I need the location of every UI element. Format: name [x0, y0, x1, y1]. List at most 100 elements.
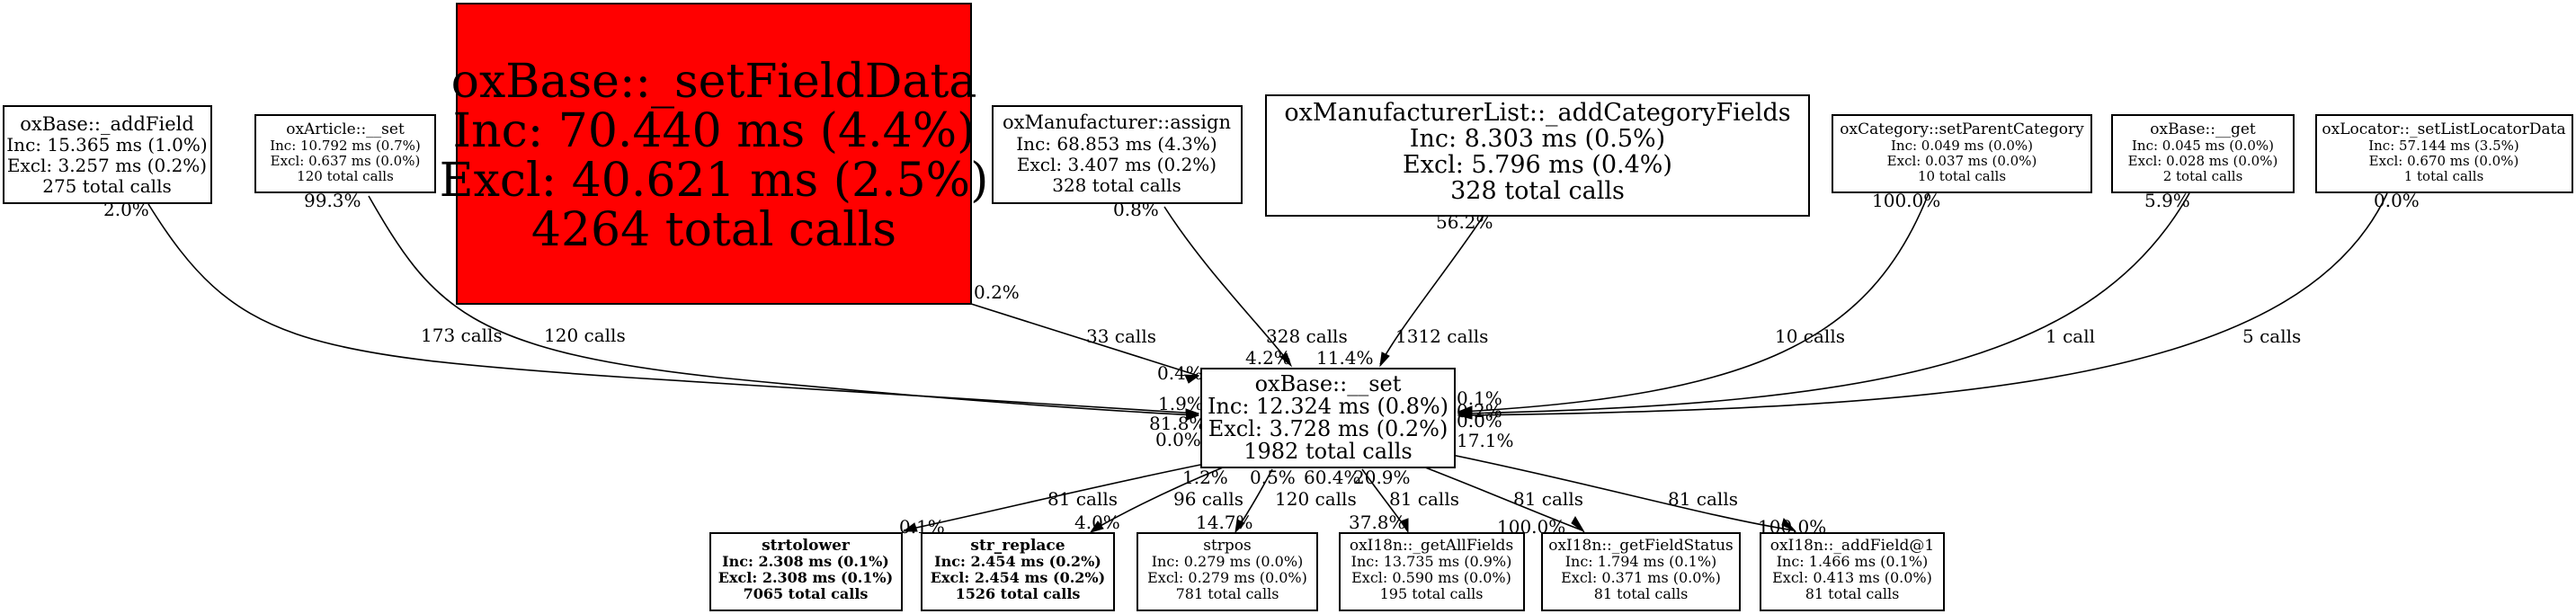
edge-dst-pct-label: 1.9%: [1158, 393, 1204, 414]
node-base-setfielddata[interactable]: oxBase::_setFieldData Inc: 70.440 ms (4.…: [440, 3, 989, 305]
node-excl: Excl: 3.407 ms (0.2%): [1017, 154, 1217, 175]
node-title: oxManufacturerList::_addCategoryFields: [1284, 99, 1790, 127]
node-manufacturerlist-addcategoryfields[interactable]: oxManufacturerList::_addCategoryFields I…: [1265, 94, 1810, 217]
node-title: oxI18n::_addField@1: [1770, 537, 1934, 555]
edge-dst-pct-label: 4.0%: [1074, 512, 1120, 533]
node-excl: Excl: 2.308 ms (0.1%): [718, 569, 893, 586]
node-inc: Inc: 10.792 ms (0.7%): [270, 138, 421, 154]
node-title: oxCategory::setParentCategory: [1840, 120, 2084, 138]
node-excl: Excl: 0.590 ms (0.0%): [1351, 569, 1511, 586]
node-excl: Excl: 0.670 ms (0.0%): [2369, 153, 2519, 169]
edge-calls-label: 33 calls: [1086, 325, 1156, 347]
arrowhead-strtolower: [902, 522, 918, 532]
node-base-addfield[interactable]: oxBase::_addField Inc: 15.365 ms (1.0%) …: [3, 105, 212, 204]
edge-calls-label: 1312 calls: [1395, 325, 1488, 347]
node-title: strtolower: [762, 537, 851, 555]
node-excl: Excl: 0.279 ms (0.0%): [1147, 569, 1307, 586]
node-inc: Inc: 57.144 ms (3.5%): [2368, 138, 2519, 154]
node-title: oxBase::_setFieldData: [451, 55, 977, 109]
edge-addcategoryfields-to-set: [1379, 215, 1484, 365]
edge-src-pct-label: 60.4%: [1304, 467, 1361, 488]
node-excl: Excl: 40.621 ms (2.5%): [440, 154, 989, 208]
node-str-replace[interactable]: str_replace Inc: 2.454 ms (0.2%) Excl: 2…: [921, 532, 1115, 611]
edge-labels: 173 calls 2.0% 1.9% 120 calls 99.3% 81.8…: [103, 190, 2420, 538]
node-inc: Inc: 15.365 ms (1.0%): [6, 134, 207, 156]
edge-src-pct-label: 1.2%: [1182, 467, 1228, 488]
arrowhead-getallfields: [1400, 518, 1409, 534]
node-title: oxBase::__set: [1255, 371, 1402, 396]
node-strtolower[interactable]: strtolower Inc: 2.308 ms (0.1%) Excl: 2.…: [709, 532, 903, 611]
node-excl: Excl: 3.257 ms (0.2%): [7, 155, 207, 176]
node-category-setparentcategory[interactable]: oxCategory::setParentCategory Inc: 0.049…: [1832, 114, 2092, 193]
edge-src-pct-label: 0.2%: [974, 281, 1020, 303]
arrowhead-str-replace: [1089, 521, 1104, 533]
edge-calls-label: 120 calls: [544, 325, 626, 346]
edge-calls-label: 81 calls: [1389, 488, 1459, 510]
node-title: oxLocator::_setListLocatorData: [2322, 120, 2565, 138]
edge-base-get-to-set: [1460, 192, 2190, 414]
node-inc: Inc: 1.794 ms (0.1%): [1565, 553, 1717, 570]
edge-calls-label: 81 calls: [1668, 488, 1738, 510]
edge-dst-pct-label: 4.2%: [1245, 347, 1291, 369]
node-inc: Inc: 0.045 ms (0.0%): [2132, 138, 2274, 154]
edge-set-to-str-replace: [1092, 467, 1224, 531]
edge-calls-label: 120 calls: [1275, 488, 1357, 510]
arrowhead-getfieldstatus: [1571, 516, 1585, 533]
edge-dst-pct-label: 37.8%: [1349, 512, 1406, 533]
node-i18n-getallfields[interactable]: oxI18n::_getAllFields Inc: 13.735 ms (0.…: [1339, 532, 1525, 611]
edge-dst-pct-label: 11.4%: [1316, 347, 1374, 369]
node-title: oxBase::__get: [2150, 120, 2256, 138]
node-calls: 81 total calls: [1805, 585, 1900, 602]
edge-set-to-strtolower: [903, 462, 1210, 531]
node-i18n-addfield1[interactable]: oxI18n::_addField@1 Inc: 1.466 ms (0.1%)…: [1760, 532, 1945, 611]
edge-setparentcategory-to-set: [1460, 192, 1930, 413]
node-title: oxI18n::_getFieldStatus: [1548, 537, 1734, 555]
edge-src-pct-label: 0.5%: [1250, 467, 1296, 488]
edge-dst-pct-label: 0.2%: [1457, 400, 1502, 422]
node-inc: Inc: 70.440 ms (4.4%): [453, 104, 976, 158]
edge-calls-label: 5 calls: [2242, 325, 2301, 347]
node-manufacturer-assign[interactable]: oxManufacturer::assign Inc: 68.853 ms (4…: [992, 105, 1243, 204]
node-calls: 120 total calls: [297, 168, 394, 184]
edge-calls-label: 96 calls: [1173, 488, 1243, 510]
arrowhead-setfielddata: [1184, 374, 1200, 384]
node-base-get[interactable]: oxBase::__get Inc: 0.045 ms (0.0%) Excl:…: [2111, 114, 2295, 193]
node-excl: Excl: 3.728 ms (0.2%): [1208, 416, 1448, 441]
edge-calls-label: 1 call: [2046, 325, 2095, 347]
edge-dst-pct-label: 0.4%: [1157, 362, 1203, 384]
node-excl: Excl: 0.037 ms (0.0%): [1887, 153, 2037, 169]
node-strpos[interactable]: strpos Inc: 0.279 ms (0.0%) Excl: 0.279 …: [1136, 532, 1318, 611]
node-inc: Inc: 2.454 ms (0.2%): [934, 553, 1101, 570]
node-calls: 4264 total calls: [531, 203, 896, 257]
node-excl: Excl: 0.371 ms (0.0%): [1561, 569, 1721, 586]
edge-assign-to-set: [1163, 206, 1291, 365]
node-inc: Inc: 1.466 ms (0.1%): [1777, 553, 1929, 570]
node-title: str_replace: [970, 537, 1065, 555]
edge-calls-label: 81 calls: [1513, 488, 1583, 510]
node-title: oxBase::_addField: [20, 113, 194, 135]
edge-calls-label: 173 calls: [421, 325, 503, 346]
node-inc: Inc: 68.853 ms (4.3%): [1016, 133, 1217, 155]
node-excl: Excl: 2.454 ms (0.2%): [931, 569, 1105, 586]
node-i18n-getfieldstatus[interactable]: oxI18n::_getFieldStatus Inc: 1.794 ms (0…: [1541, 532, 1741, 611]
node-calls: 10 total calls: [1918, 168, 2006, 184]
arrowheads: [902, 351, 1796, 534]
arrowhead-setlistlocatordata: [1457, 409, 1473, 420]
node-inc: Inc: 12.324 ms (0.8%): [1208, 394, 1448, 419]
node-excl: Excl: 5.796 ms (0.4%): [1403, 151, 1672, 179]
arrowhead-article-set: [1185, 410, 1200, 421]
node-calls: 1982 total calls: [1243, 439, 1412, 464]
edge-article-set-to-set: [368, 195, 1199, 416]
node-inc: Inc: 8.303 ms (0.5%): [1410, 125, 1665, 153]
edge-calls-label: 328 calls: [1266, 325, 1348, 347]
node-inc: Inc: 0.279 ms (0.0%): [1152, 553, 1304, 570]
node-calls: 1 total calls: [2404, 168, 2484, 184]
nodes: oxBase::_addField Inc: 15.365 ms (1.0%) …: [3, 3, 2573, 611]
node-base-set[interactable]: oxBase::__set Inc: 12.324 ms (0.8%) Excl…: [1200, 368, 1456, 468]
node-inc: Inc: 0.049 ms (0.0%): [1891, 138, 2033, 154]
edge-setlistlocatordata-to-set: [1460, 192, 2388, 416]
node-calls: 2 total calls: [2163, 168, 2243, 184]
node-article-set[interactable]: oxArticle::__set Inc: 10.792 ms (0.7%) E…: [254, 114, 436, 193]
node-locator-setlistlocatordata[interactable]: oxLocator::_setListLocatorData Inc: 57.1…: [2315, 114, 2573, 193]
node-calls: 275 total calls: [42, 175, 172, 197]
